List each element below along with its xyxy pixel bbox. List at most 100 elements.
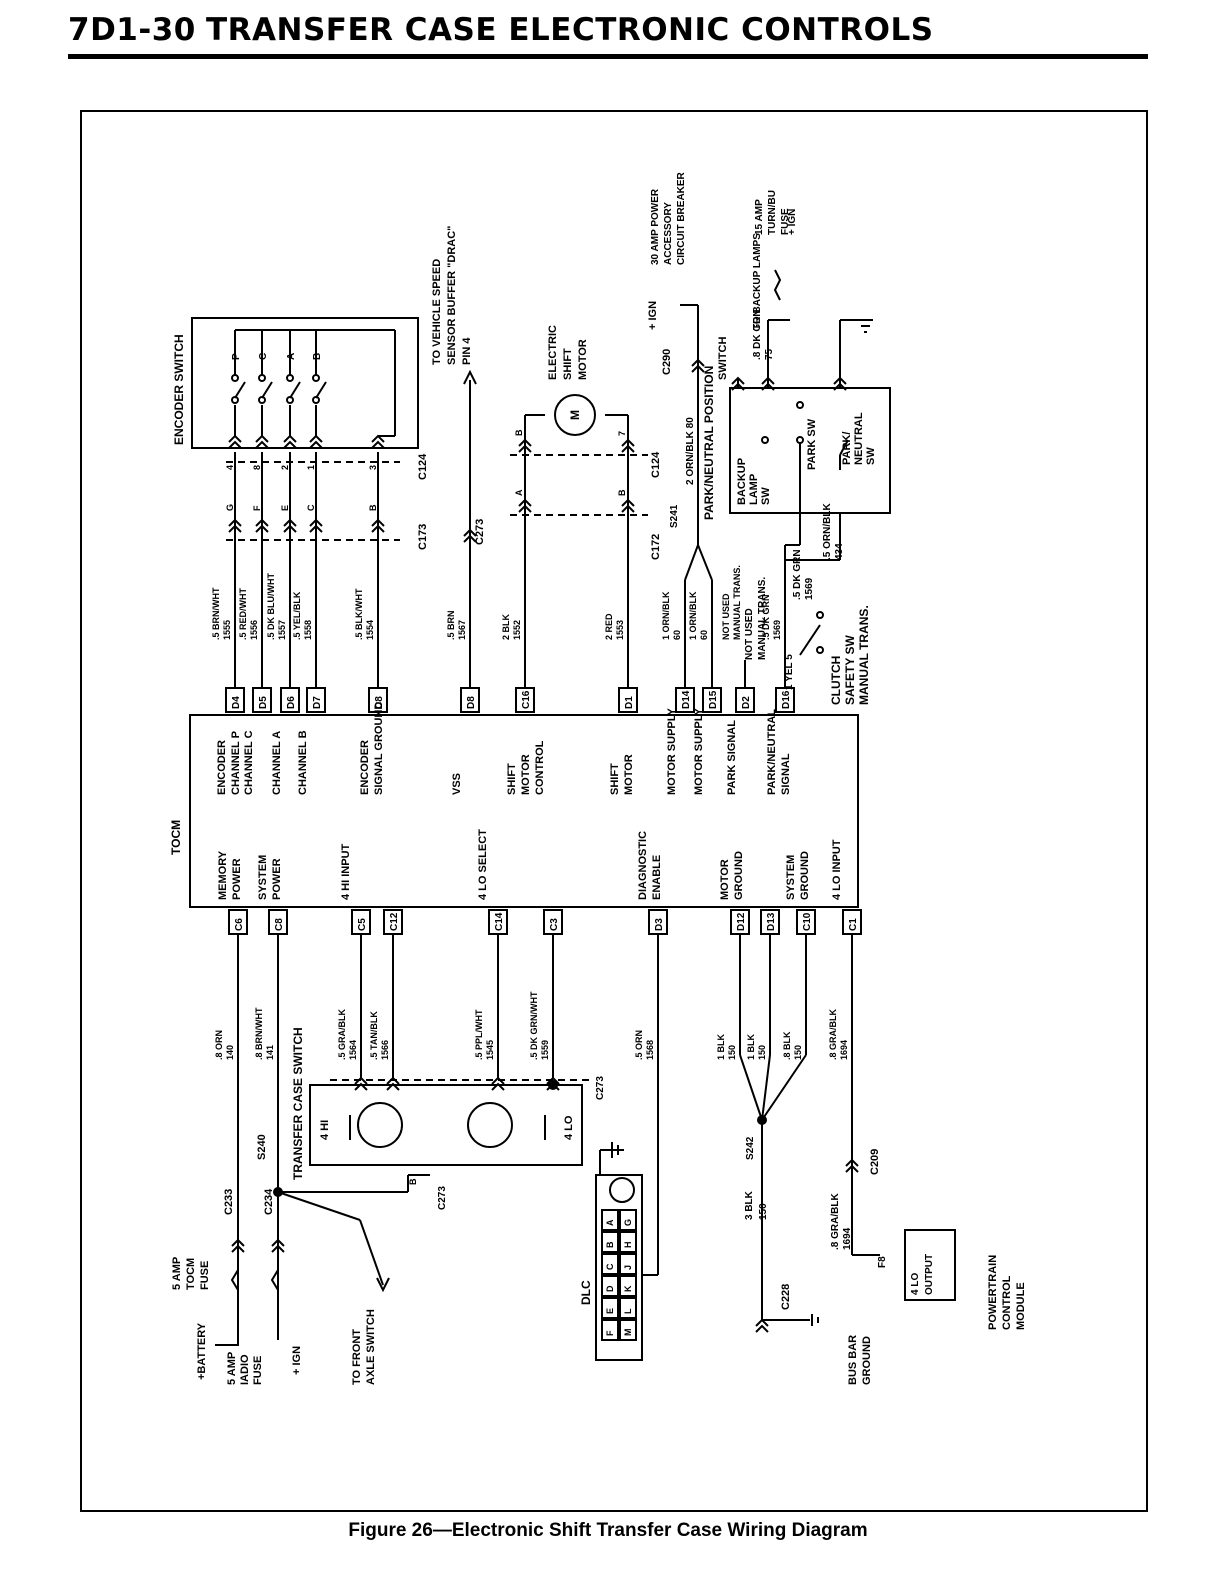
wire-label: 2 ORN/BLK 80	[685, 417, 696, 485]
bus-bar-label: GROUND	[861, 1336, 873, 1385]
splice-label: S242	[745, 1136, 756, 1160]
pin-function: SHIFT	[609, 763, 621, 795]
connector-mark	[691, 364, 705, 373]
pin-function: MOTOR	[623, 754, 635, 795]
module-name: TOCM	[169, 820, 183, 855]
iadio-fuse-label: FUSE	[252, 1356, 264, 1385]
connector-mark	[621, 504, 635, 513]
connector-label: C273	[437, 1186, 448, 1210]
pin-function: ENCODER	[216, 740, 228, 795]
bus-bar-label: BUS BAR	[847, 1335, 859, 1385]
pin-id: D2	[741, 696, 752, 709]
page-header: 7D1-30 TRANSFER CASE ELECTRONIC CONTROLS	[68, 12, 1148, 54]
figure-caption: Figure 26—Electronic Shift Transfer Case…	[348, 1520, 868, 1541]
pin-function: MOTOR	[719, 859, 731, 900]
dlc-pin-id: F	[605, 1330, 615, 1336]
wire-label: 1 ORN/BLK	[688, 591, 698, 640]
motor-label: SHIFT	[562, 348, 574, 380]
pin-function: CHANNEL B	[297, 730, 309, 795]
dlc-pin	[619, 1297, 637, 1319]
pin-id: D7	[312, 696, 323, 709]
header-rule	[68, 54, 1148, 59]
pnp-switch	[729, 387, 891, 514]
iadio-fuse-label: 5 AMP	[226, 1352, 238, 1385]
pin-id: C8	[274, 918, 285, 931]
wire-label: .5 BRN	[446, 610, 456, 640]
connector-mark	[731, 376, 745, 385]
switch-contact	[258, 374, 266, 382]
arrow	[463, 369, 477, 385]
wire-label: 150	[757, 1045, 767, 1060]
connector-mark	[255, 524, 269, 533]
wire-label: .5 DK GRN	[761, 594, 771, 640]
pin-function: SHIFT	[506, 763, 518, 795]
wire-label: .5 TAN/BLK	[369, 1011, 379, 1060]
encoder-switch	[191, 317, 419, 449]
wire-label: .8 BRN/WHT	[254, 1007, 264, 1060]
connector-mark	[231, 1238, 245, 1247]
connector-mark	[386, 1076, 400, 1085]
switch-contact	[816, 646, 824, 654]
pin-function: SYSTEM	[785, 855, 797, 900]
splice	[739, 1054, 807, 1123]
wire-label: .8 GRA/BLK	[830, 1193, 841, 1250]
vss-destination: TO VEHICLE SPEED	[431, 259, 443, 365]
connector-mark	[271, 1238, 285, 1247]
connector-letter: 7	[617, 431, 627, 436]
pin-function: PARK/NEUTRAL	[766, 709, 778, 795]
pin-function: CHANNEL C	[243, 730, 255, 795]
section-title: TRANSFER CASE ELECTRONIC CONTROLS	[206, 12, 934, 48]
encoder-letter: C	[258, 353, 269, 360]
encoder-pin: 4	[225, 465, 235, 470]
battery-label: +BATTERY	[196, 1322, 208, 1380]
wire-label: .5 ORN/BLK	[822, 503, 833, 560]
wire-label: 1 YEL 5	[784, 654, 795, 690]
dlc-key	[609, 1177, 635, 1203]
dlc-pin	[601, 1297, 619, 1319]
dlc-pin	[619, 1209, 637, 1231]
pin-function: ENCODER	[359, 740, 371, 795]
motor-label: ELECTRIC	[547, 325, 559, 380]
pcm-output-box	[904, 1229, 956, 1301]
wire-label: 1545	[485, 1040, 495, 1060]
connector-letter: B	[617, 489, 627, 496]
switch-arm	[261, 381, 273, 399]
wire-label: .5 BRN/WHT	[211, 587, 221, 640]
breaker-label: CIRCUIT BREAKER	[676, 171, 687, 265]
pin-id: D13	[766, 912, 777, 931]
wire-label: 141	[265, 1045, 275, 1060]
pin-id: C10	[802, 912, 813, 931]
pin-function: CONTROL	[534, 740, 546, 795]
connector-mark	[518, 504, 532, 513]
wire-label: .5 GRA/BLK	[337, 1008, 347, 1060]
connector-mark	[228, 518, 242, 527]
wire-label: 1554	[365, 620, 375, 640]
vss-destination: SENSOR BUFFER "DRAC"	[446, 226, 458, 365]
pn-switch-label: NEUTRAL	[853, 412, 865, 465]
tocm-fuse-label: 5 AMP	[171, 1257, 183, 1290]
connector-letter: F	[252, 505, 262, 511]
connector-mark	[371, 524, 385, 533]
connector-mark	[309, 518, 323, 527]
switch-contact	[816, 611, 824, 619]
wire	[359, 1219, 384, 1286]
pin-function: 4 LO SELECT	[477, 829, 489, 900]
pin-function: SYSTEM	[257, 855, 269, 900]
pin-id: C16	[521, 690, 532, 709]
wire-label: .8 BLK	[782, 1031, 792, 1060]
connector-mark	[371, 518, 385, 527]
dlc-connector	[595, 1174, 643, 1361]
fuse-symbol	[270, 1269, 279, 1291]
connector-letter: A	[514, 489, 524, 496]
pin-id: D6	[286, 696, 297, 709]
wire-label: 1557	[277, 620, 287, 640]
arrow	[376, 1277, 390, 1293]
connector-mark	[283, 518, 297, 527]
wire-label: .5 YEL/BLK	[292, 591, 302, 640]
pin-id: D15	[708, 690, 719, 709]
pin-function: DIAGNOSTIC	[637, 831, 649, 900]
connector-letter: E	[280, 505, 290, 511]
connector-mark	[518, 498, 532, 507]
connector-mark	[518, 438, 532, 447]
